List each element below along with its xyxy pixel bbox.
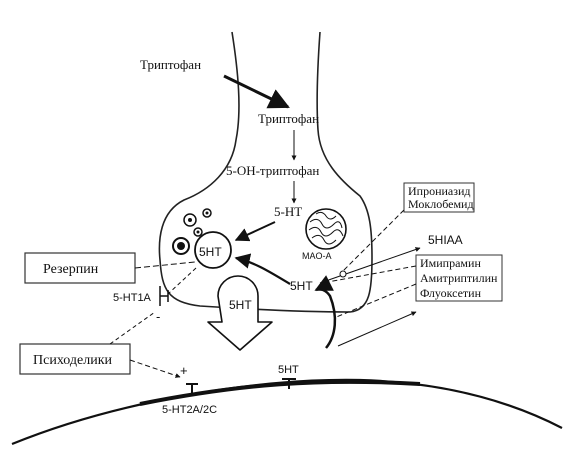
reuptake-arrow (314, 275, 337, 349)
metabolism-arrow (319, 247, 421, 284)
iproniazid-label: Ипрониазид (408, 184, 471, 198)
5ht1a-receptor (159, 286, 169, 306)
fluoxetine-label: Флуоксетин (420, 286, 482, 300)
vesicle (183, 213, 197, 227)
imipramine-label: Имипрамин (420, 256, 481, 270)
psychedelics-box (19, 343, 131, 375)
5ht2a-receptor (186, 383, 198, 394)
storage-vesicle (194, 231, 232, 269)
vesicle (172, 237, 190, 255)
psychedelics-to-5ht2a (129, 359, 181, 378)
reuptake-inhibition-line-1 (321, 265, 417, 284)
inhibit-sign: - (156, 309, 160, 324)
5ht1a-label: 5-HT1A (113, 292, 152, 304)
vesicle (202, 208, 212, 218)
mao-inhibitors-box (403, 182, 475, 213)
mao-inhibition-line (342, 209, 405, 272)
presynaptic-terminal (158, 31, 373, 313)
cytoplasm-5ht-label: 5HT (290, 279, 313, 293)
postsynaptic-membrane (11, 378, 563, 446)
reserpine-inhibition-line (134, 261, 196, 269)
reuptake-inhibition-line-2 (333, 283, 417, 319)
reserpine-label: Резерпин (43, 262, 99, 277)
postsynaptic-5ht-receptor (282, 378, 296, 389)
tryptophan-outside-label: Триптофан (140, 57, 201, 72)
mao-site (339, 270, 347, 278)
amitriptyline-label: Амитриптилин (420, 271, 498, 285)
mitochondrion (305, 208, 347, 250)
tryptophan-inside-label: Триптофан (258, 111, 319, 126)
psychedelics-label: Психоделики (33, 353, 112, 368)
released-5ht-label: 5HT (229, 298, 252, 312)
hydroxytryptophan-label: 5-OH-триптофан (226, 163, 319, 178)
autoreceptor-feedback-line (167, 267, 197, 295)
cleft-5ht-label: 5HT (278, 364, 299, 376)
reuptake-inhibitors-box (415, 254, 503, 302)
5hiaa-label: 5HIAA (428, 233, 463, 247)
vesicle (193, 227, 203, 237)
release-arrow (207, 275, 273, 351)
psychedelics-to-autoreceptor (109, 311, 156, 345)
reserpine-box (24, 252, 136, 284)
vesicular-uptake-arrow (234, 253, 291, 285)
efflux-arrow (337, 311, 417, 347)
activate-sign: + (180, 363, 188, 378)
vesicle-loading-arrow (234, 221, 276, 242)
serotonin-label: 5-HT (274, 204, 302, 219)
5ht2a-2c-label: 5-HT2A/2C (162, 404, 217, 416)
vesicle-5ht-label: 5HT (199, 245, 222, 259)
moclobemide-label: Моклобемид (408, 197, 474, 211)
mao-a-label: MAO-A (302, 251, 332, 261)
uptake-arrow (223, 74, 290, 109)
